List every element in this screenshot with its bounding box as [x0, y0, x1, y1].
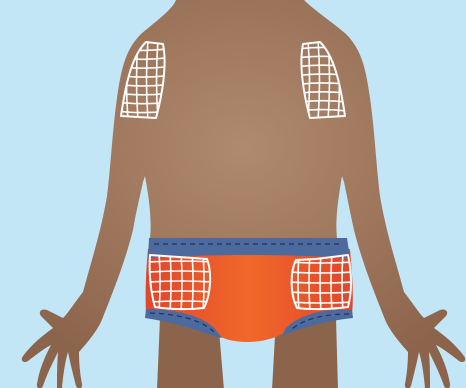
waistband — [148, 238, 350, 258]
